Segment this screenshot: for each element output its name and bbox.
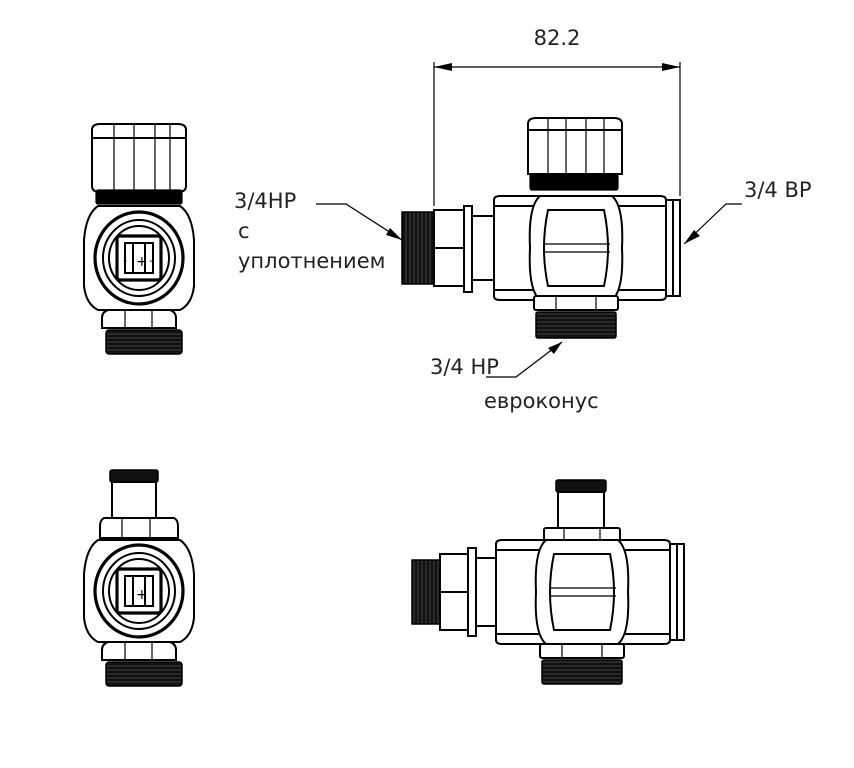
svg-text:-: - xyxy=(149,254,153,267)
callout-right: 3/4 ВР xyxy=(744,178,812,202)
svg-text:-: - xyxy=(123,254,127,267)
callout-bottom-line2: евроконус xyxy=(484,389,599,413)
dimension-label: 82.2 xyxy=(534,26,581,50)
callout-left-line3: уплотнением xyxy=(238,249,385,273)
callout-left-line1: 3/4НР xyxy=(234,189,296,213)
valve-end-view-bottom: + xyxy=(83,469,195,687)
valve-side-view-bottom xyxy=(411,479,685,685)
svg-text:+: + xyxy=(136,587,148,603)
callout-leaders xyxy=(316,203,742,378)
callout-left-line2: с xyxy=(238,219,250,243)
svg-text:+: + xyxy=(136,254,148,270)
valve-side-view-top xyxy=(401,62,681,339)
callout-bottom-line1: 3/4 НР xyxy=(430,355,499,379)
valve-end-view-top: - + - xyxy=(83,123,195,355)
